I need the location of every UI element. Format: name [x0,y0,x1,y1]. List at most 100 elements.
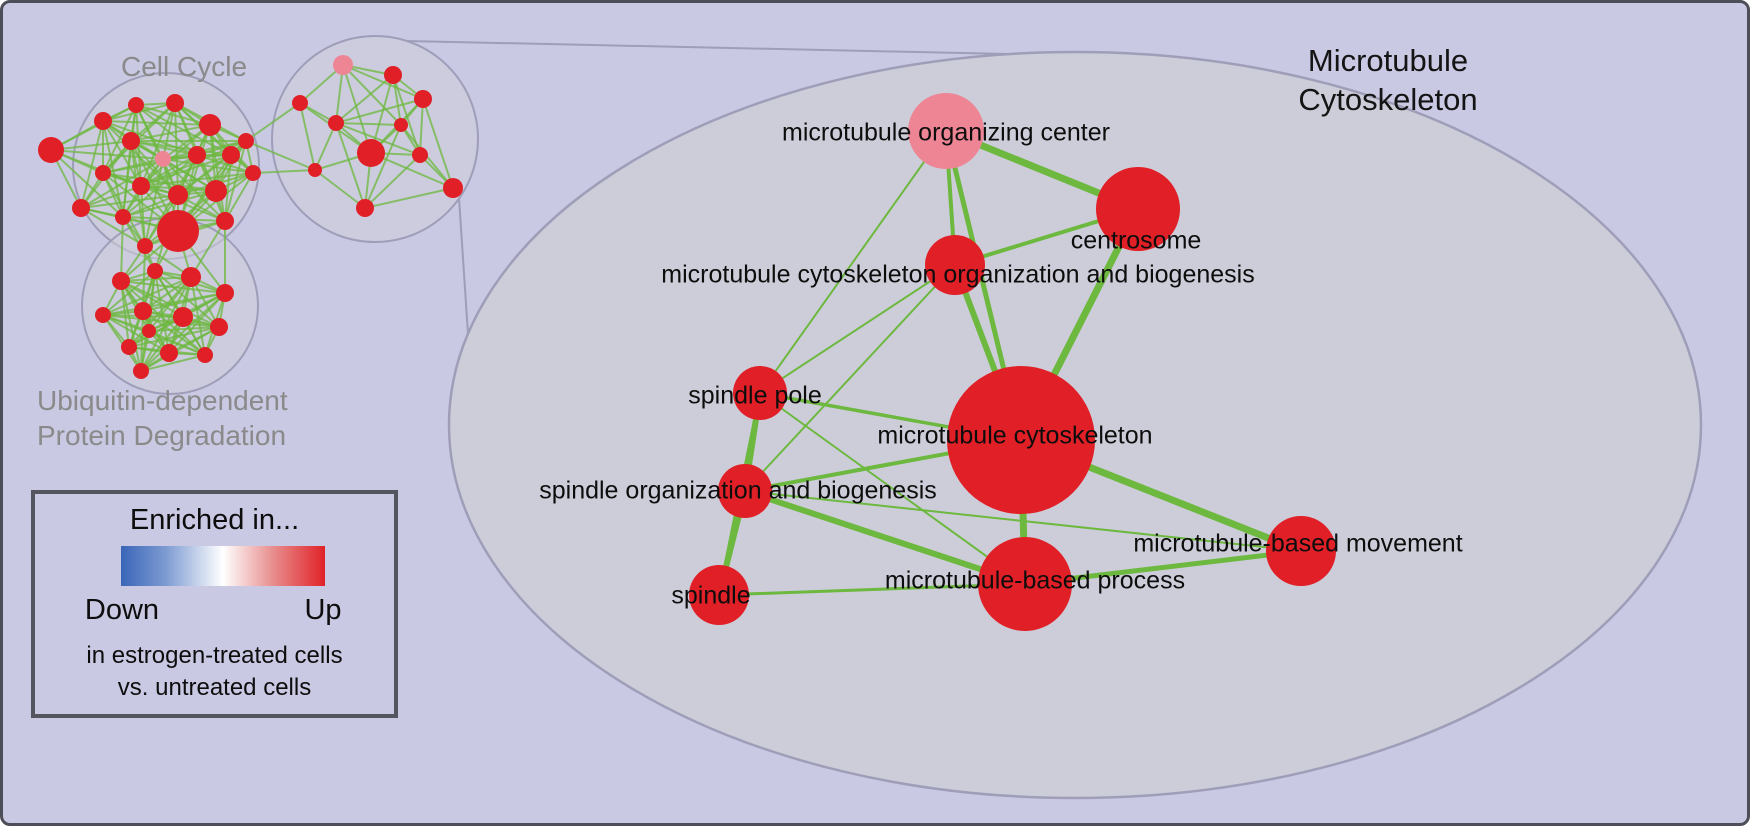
mini-edge [422,98,454,189]
mini-edge [314,169,366,209]
mini-node [121,339,137,355]
legend-box: Enriched in... Down Up in estrogen-treat… [31,490,398,718]
mini-node [157,210,199,252]
mini-node [160,344,178,362]
mini-edge [140,172,254,187]
mini-node [356,199,374,217]
mini-node [115,209,131,225]
mini-node [155,151,171,167]
mini-edge [162,102,176,160]
mini-node [384,66,402,84]
mini-edge [314,122,337,171]
mini-edge [224,172,254,222]
mini-edge [419,98,424,156]
mini-node [412,147,428,163]
mini-edge [245,140,316,171]
mini-node [133,363,149,379]
mini-node [137,238,153,254]
node-mbm [1266,516,1336,586]
mini-edge [148,330,206,356]
node-spindle [689,565,749,625]
mini-node [188,146,206,164]
mini-edge [299,102,316,171]
mini-edge [120,280,150,332]
node-mcob [925,235,985,295]
edge-mcob-spindle_pole [759,264,956,394]
mini-edge [342,64,372,154]
edge-spindle-mbp [717,582,1027,597]
mini-node [414,90,432,108]
mini-edge [130,140,232,156]
mini-node [94,112,112,130]
mini-edge [224,154,232,222]
mini-edge [190,220,226,278]
mini-edge [102,276,192,316]
mini-edge [335,122,402,126]
mini-edge [142,310,206,356]
cluster-label-ubiquitin-line1: Ubiquitin-dependent [37,385,288,416]
mini-node [95,307,111,323]
mini-edge [342,64,424,100]
mini-node [168,185,188,205]
mini-node [238,133,254,149]
mini-edge [80,194,179,209]
node-mc [947,366,1095,514]
mini-edge [140,354,206,372]
mini-node [38,137,64,163]
mini-edge [335,74,394,124]
mini-edge [335,122,366,209]
mini-node [216,284,234,302]
cluster-title-line1: Microtubule [1307,43,1469,78]
mini-node [95,165,111,181]
mini-node [357,139,385,167]
edge-mcob-sob [744,264,956,492]
mini-edge [190,276,206,356]
mini-edge [162,158,254,174]
mini-edge [102,154,198,174]
cluster-label-cell-cycle: Cell Cycle [120,51,248,82]
mini-edge [102,314,170,354]
mini-edge [80,120,104,209]
mini-edge [148,326,220,332]
mini-edge [128,316,184,348]
legend-caption-line2: vs. untreated cells [117,674,312,701]
mini-node [142,324,156,338]
mini-edge [122,154,198,218]
mini-edge [80,158,164,209]
mini-node [122,132,140,150]
mini-node [205,180,227,202]
mini-edge [148,276,192,332]
cluster-title-microtubule-cytoskeleton: Microtubule Cytoskeleton [1298,41,1477,119]
cluster-label-ubiquitin-line2: Protein Degradation [37,420,287,451]
mini-edge [142,292,226,312]
mini-edge [370,152,454,189]
mini-edge [364,154,421,209]
mini-edge [364,187,454,209]
mini-edge [102,172,217,192]
node-mbp [978,537,1072,631]
zoom-cone-line [406,40,1009,55]
zoom-cone-line [458,197,469,335]
mini-node [245,165,261,181]
mini-node [134,302,152,320]
mini-edge [342,64,402,126]
mini-node [210,318,228,336]
mini-node [216,212,234,230]
mini-edge [364,124,402,209]
mini-edge [102,314,220,328]
legend-up-label: Up [304,594,342,626]
node-moc [908,93,984,169]
mini-edge [102,270,156,316]
mini-node [132,177,150,195]
legend-gradient-bar [121,546,325,586]
mini-edge [245,102,301,142]
network-canvas [38,35,1703,800]
mini-node [222,146,240,164]
mini-edge [80,185,142,209]
cluster-label-ubiquitin: Ubiquitin-dependent Protein Degradation [37,383,288,453]
legend-caption-line1: in estrogen-treated cells [86,642,343,669]
mini-edge [130,124,211,142]
edge-spindle_pole-mbp [759,392,1026,585]
node-sob [718,464,772,518]
mini-edge [128,326,220,348]
